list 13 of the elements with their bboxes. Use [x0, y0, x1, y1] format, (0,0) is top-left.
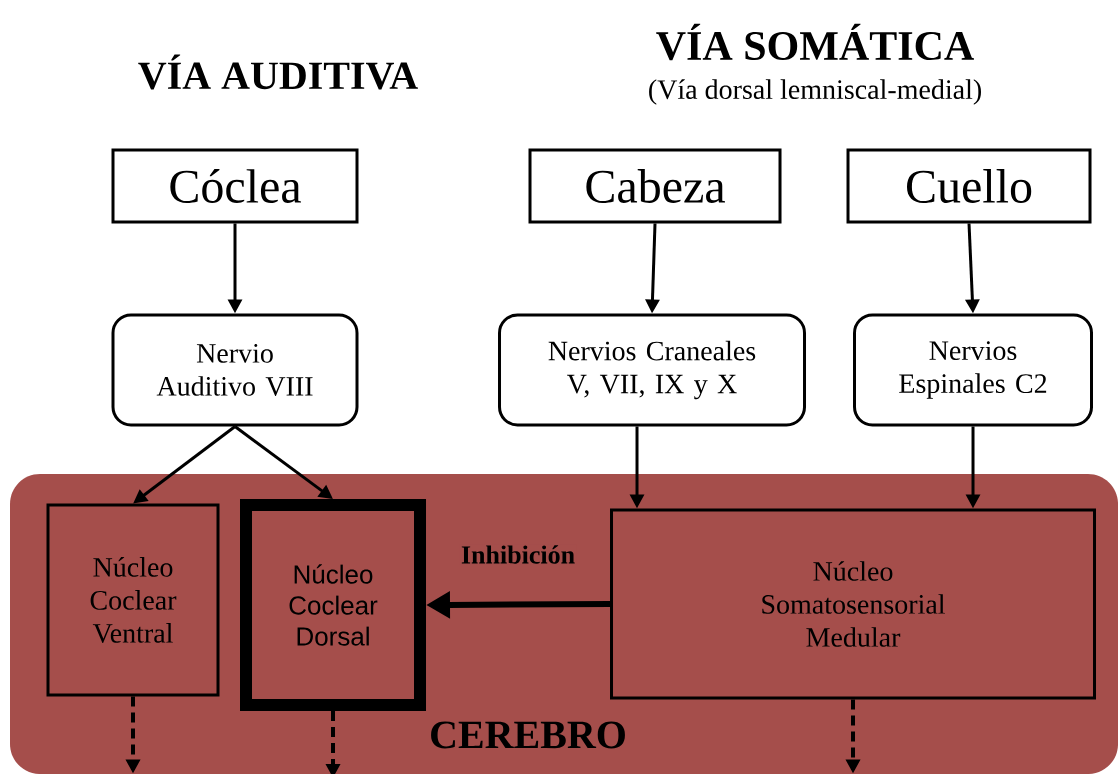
region-box: Cóclea [111, 148, 359, 224]
edge-label: Inhibición [461, 545, 575, 564]
heading: VÍA SOMÁTICA [656, 23, 974, 61]
nucleus-box: Núcleo Somatosensorial Medular [610, 508, 1096, 700]
nerve-box: Nervios Espinales C2 [853, 313, 1093, 427]
nerve-box: Nervios Craneales V, VII, IX y X [498, 313, 806, 427]
subheading: (Vía dorsal lemniscal-medial) [649, 79, 981, 105]
region-box: Cuello [846, 148, 1092, 224]
nerve-box: Nervio Auditivo VIII [111, 313, 359, 427]
region-box: Cabeza [528, 148, 782, 224]
heading: VÍA AUDITIVA [138, 54, 418, 90]
nucleus-box: Núcleo Coclear Dorsal [240, 499, 426, 711]
nucleus-box: Núcleo Coclear Ventral [46, 503, 220, 697]
